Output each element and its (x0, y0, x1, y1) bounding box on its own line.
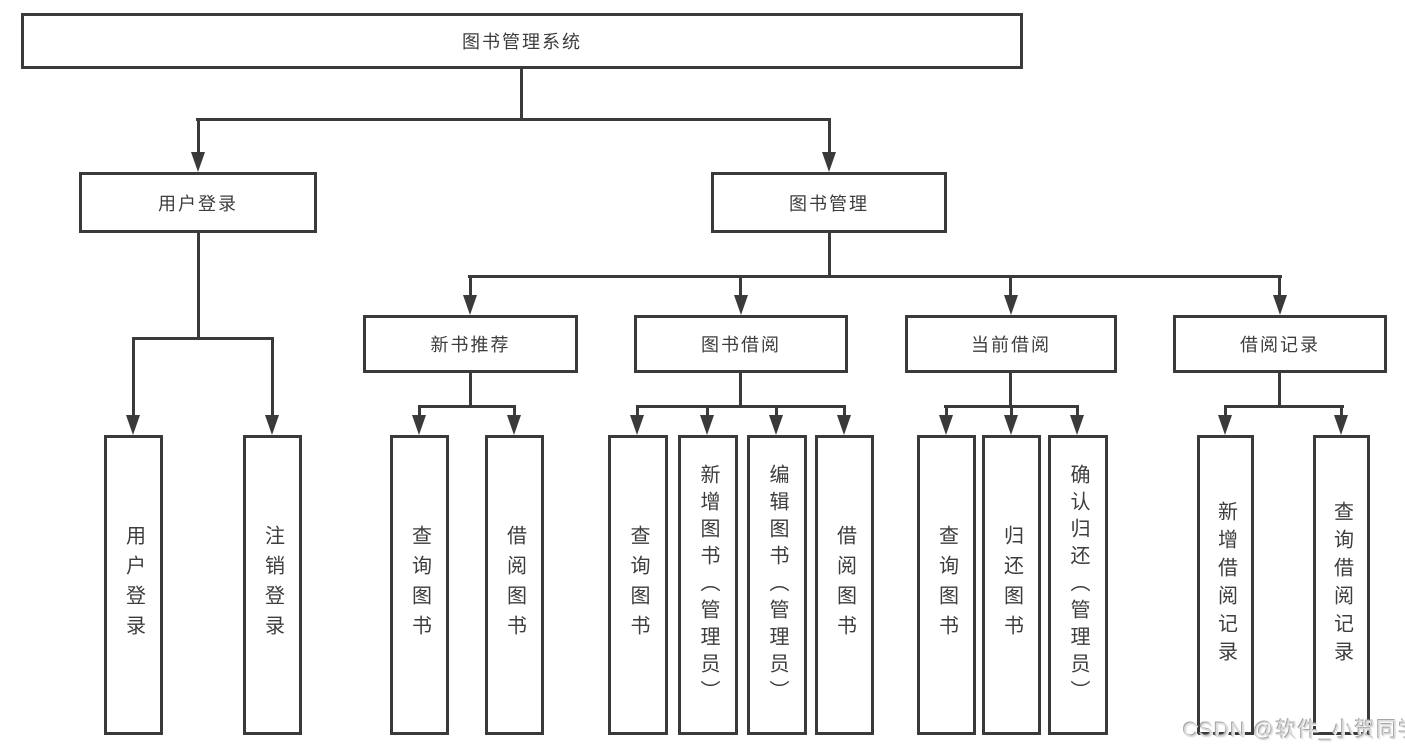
connector (1010, 405, 1013, 419)
connector (418, 405, 421, 419)
csdn-watermark: CSDN @软件_小贺同学 (1183, 719, 1405, 742)
node-leaf-add-book-admin: 新增图书（管理员） (678, 435, 738, 735)
node-leaf-borrow-books-borrowing: 借阅图书 (815, 435, 874, 735)
arrowhead (1218, 415, 1232, 435)
node-user-login: 用户登录 (79, 172, 317, 233)
connector (636, 405, 639, 419)
node-leaf-query-borrow-record: 查询借阅记录 (1313, 435, 1370, 735)
connector (468, 275, 1282, 278)
connector (945, 405, 948, 419)
arrowhead (1004, 415, 1018, 435)
connector (1009, 373, 1012, 407)
node-leaf-add-borrow-record: 新增借阅记录 (1197, 435, 1254, 735)
connector (636, 405, 846, 408)
arrowhead (126, 415, 140, 435)
arrowhead (630, 415, 644, 435)
node-leaf-query-books-recommend: 查询图书 (390, 435, 449, 735)
connector (1224, 405, 1344, 408)
arrowhead (507, 415, 521, 435)
arrowhead (822, 152, 836, 172)
connector (197, 232, 200, 337)
arrowhead (1070, 415, 1084, 435)
connector (197, 118, 200, 156)
connector (1278, 373, 1281, 407)
connector (271, 337, 274, 419)
arrowhead (265, 415, 279, 435)
node-root: 图书管理系统 (21, 13, 1023, 69)
connector (1076, 405, 1079, 419)
connector (1224, 405, 1227, 419)
connector (418, 405, 516, 408)
arrowhead (1004, 295, 1018, 315)
connector (1009, 275, 1012, 297)
arrowhead (700, 415, 714, 435)
connector (1340, 405, 1343, 419)
node-leaf-edit-book-admin: 编辑图书（管理员） (747, 435, 807, 735)
node-leaf-logout: 注销登录 (243, 435, 302, 735)
node-leaf-confirm-return-admin: 确认归还（管理员） (1048, 435, 1108, 735)
connector (828, 232, 831, 277)
node-borrowing-records: 借阅记录 (1173, 315, 1387, 373)
connector (513, 405, 516, 419)
connector (469, 373, 472, 407)
connector (739, 275, 742, 297)
connector (739, 373, 742, 407)
connector (775, 405, 778, 419)
arrowhead (191, 152, 205, 172)
arrowhead (1273, 295, 1287, 315)
arrowhead (769, 415, 783, 435)
node-book-borrowing: 图书借阅 (634, 315, 848, 373)
arrowhead (412, 415, 426, 435)
node-leaf-query-books-borrowing: 查询图书 (608, 435, 668, 735)
connector (1278, 275, 1281, 297)
connector (196, 118, 831, 121)
connector (520, 68, 523, 120)
node-leaf-query-books-current: 查询图书 (917, 435, 976, 735)
arrowhead (734, 295, 748, 315)
node-leaf-borrow-books-recommend: 借阅图书 (485, 435, 544, 735)
connector (132, 337, 135, 419)
node-leaf-user-login: 用户登录 (104, 435, 163, 735)
node-book-management: 图书管理 (711, 172, 947, 233)
arrowhead (1334, 415, 1348, 435)
node-new-book-recommendation: 新书推荐 (363, 315, 578, 373)
arrowhead (463, 295, 477, 315)
connector (132, 337, 274, 340)
connector (469, 275, 472, 297)
arrowhead (939, 415, 953, 435)
connector (706, 405, 709, 419)
connector (843, 405, 846, 419)
node-leaf-return-books: 归还图书 (982, 435, 1041, 735)
connector (828, 118, 831, 156)
node-current-borrowing: 当前借阅 (905, 315, 1117, 373)
arrowhead (837, 415, 851, 435)
